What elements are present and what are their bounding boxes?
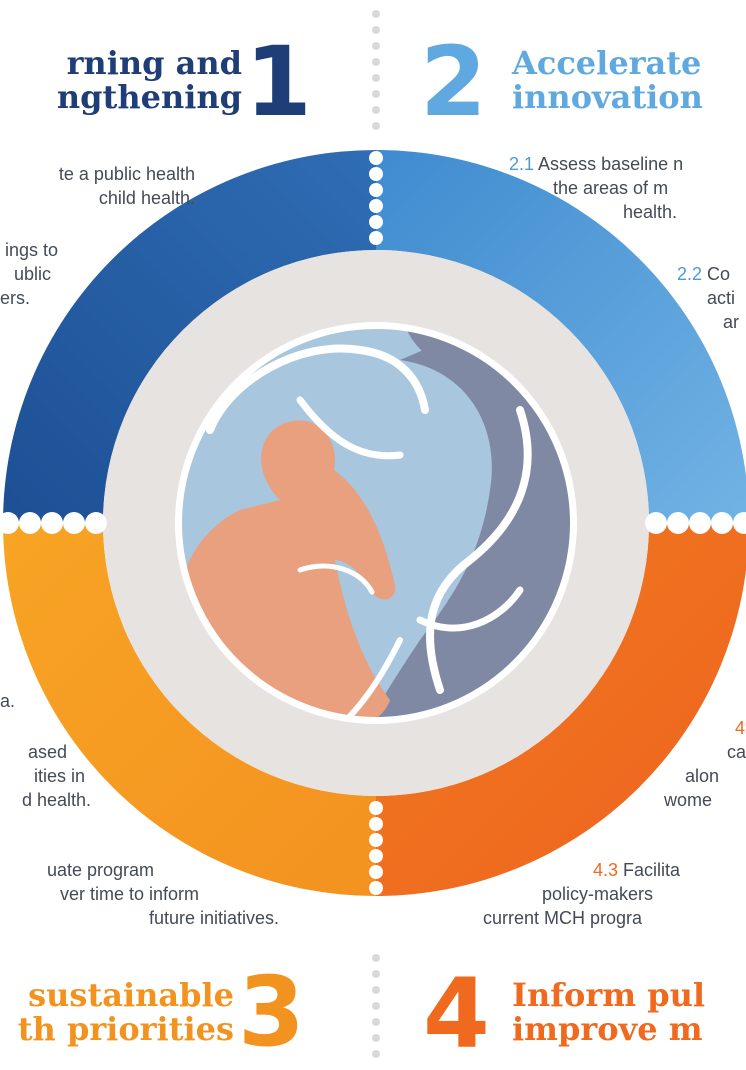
section-3-item-b-line3: d health.	[21, 790, 91, 810]
section-4-item-a-number: 4	[735, 718, 746, 738]
section-4-heading-line1: Inform pul	[512, 976, 705, 1014]
section-4-item-3: 4.3 Facilita policy-makers current MCH p…	[483, 858, 680, 930]
section-1-item-b-line1: ings to	[5, 240, 59, 260]
section-4-item-a-line2: alon	[685, 766, 720, 786]
section-2-item-1-line2: the areas of m	[553, 178, 669, 198]
ring-quadrant-3	[3, 523, 376, 896]
section-1-item-b-line3: ers.	[0, 288, 31, 308]
section-4-heading: Inform pul improve m	[512, 978, 705, 1046]
ring-quadrant-4	[376, 523, 746, 896]
section-2-number: 2	[420, 26, 487, 138]
section-2-item-1: 2.1 Assess baseline n the areas of m hea…	[509, 152, 683, 224]
ring-separator-dots	[0, 151, 746, 895]
section-1-item-a-line2: child health.	[98, 188, 195, 208]
section-1-item-b-line2: ublic	[14, 264, 52, 284]
section-2-heading-line2: innovation	[512, 78, 703, 116]
section-3-item-c: uate program ver time to inform future i…	[47, 858, 279, 930]
section-3-number: 3	[238, 956, 305, 1068]
section-4-item-a-line1: ca	[727, 742, 746, 762]
section-3-item-b: ased ities in d health.	[22, 740, 91, 812]
section-4-item-3-line3: current MCH progra	[483, 908, 643, 928]
section-4-heading-line2: improve m	[512, 1010, 703, 1048]
section-3-item-b-line1: ased	[27, 742, 67, 762]
section-1-heading: rning and ngthening	[57, 46, 242, 114]
section-3-heading-line1: sustainable	[28, 976, 234, 1014]
ring-quadrant-1	[3, 150, 376, 523]
section-1-item-a-line1: te a public health	[58, 164, 195, 184]
section-1-heading-line1: rning and	[66, 44, 242, 82]
section-2-heading-line1: Accelerate	[512, 44, 702, 82]
section-2-heading: Accelerate innovation	[512, 46, 703, 114]
section-1-item-b: ings to ublic ers.	[0, 238, 58, 310]
section-2-item-2-number: 2.2	[677, 264, 703, 284]
section-3-item-b-line2: ities in	[33, 766, 85, 786]
section-4-item-3-number: 4.3	[593, 860, 619, 880]
ring-quadrant-2	[376, 150, 746, 523]
section-3-item-c-line3: future initiatives.	[148, 908, 279, 928]
section-2-item-2-line2: acti	[707, 288, 736, 308]
section-2-item-1-line1: Assess baseline n	[538, 154, 684, 174]
vertical-divider-dots	[372, 10, 380, 1058]
section-4-item-3-line2: policy-makers	[542, 884, 654, 904]
section-4-number: 4	[423, 958, 490, 1070]
section-4-item-3-line1: Facilita	[623, 860, 681, 880]
section-2-item-2: 2.2 Co acti ar	[677, 262, 739, 334]
section-4-item-a-text: ca alon wome	[664, 740, 746, 812]
section-3-item-a: a.	[0, 691, 16, 711]
section-1-number: 1	[245, 26, 312, 138]
section-2-item-1-line3: health.	[623, 202, 678, 222]
section-4-item-a: 4	[715, 716, 745, 740]
section-3-heading: sustainable th priorities	[18, 978, 234, 1046]
section-1-heading-line2: ngthening	[56, 78, 242, 116]
section-4-item-a-line3: wome	[664, 790, 713, 810]
section-3-item-c-line2: ver time to inform	[59, 884, 199, 904]
section-3-heading-line2: th priorities	[17, 1010, 234, 1048]
section-3-item-c-line1: uate program	[46, 860, 154, 880]
section-1-item-a: te a public health child health.	[59, 162, 195, 210]
section-2-item-2-line1: Co	[707, 264, 731, 284]
section-2-item-1-number: 2.1	[509, 154, 535, 174]
section-2-item-2-line3: ar	[723, 312, 740, 332]
